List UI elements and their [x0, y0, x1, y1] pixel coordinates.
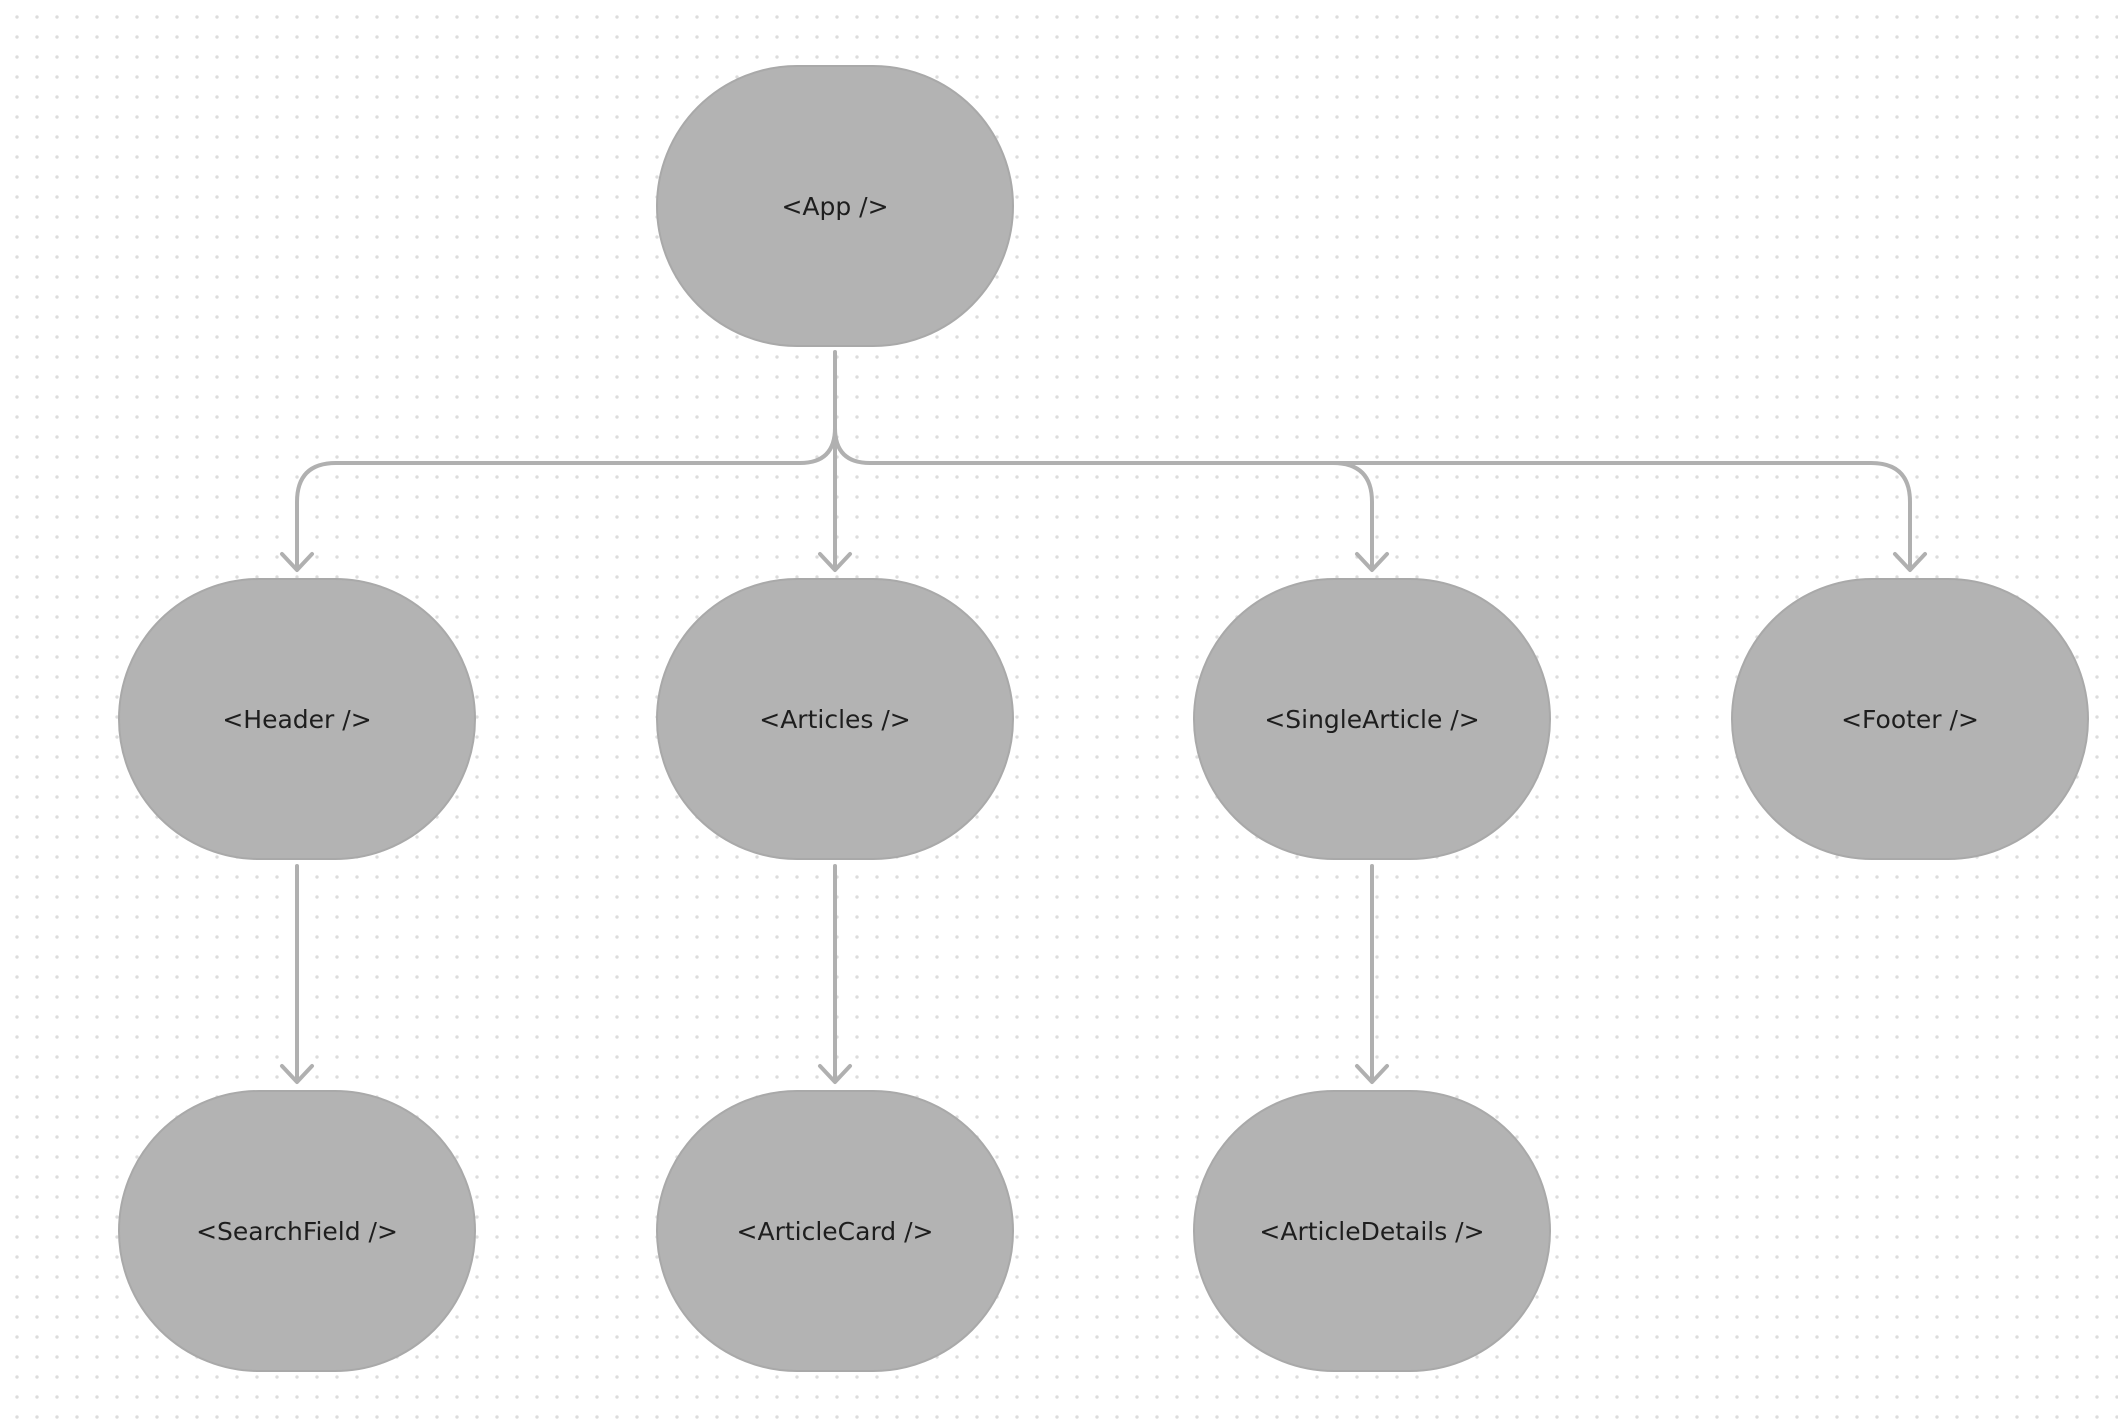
node-header[interactable]: <Header /> [118, 578, 476, 860]
edge-app-singlearticle [833, 426, 1374, 570]
node-articles-label: <Articles /> [759, 704, 911, 734]
arrowhead-articlecard [818, 1064, 852, 1084]
node-singlearticle-label: <SingleArticle /> [1264, 704, 1480, 734]
arrowhead-singlearticle [1355, 552, 1389, 572]
arrowhead-articles [818, 552, 852, 572]
node-articles[interactable]: <Articles /> [656, 578, 1014, 860]
node-searchfield-label: <SearchField /> [196, 1216, 398, 1246]
node-app-label: <App /> [781, 191, 889, 221]
node-app[interactable]: <App /> [656, 65, 1014, 347]
edge-app-header [295, 426, 837, 570]
arrowhead-footer [1893, 552, 1927, 572]
arrowhead-articledetails [1355, 1064, 1389, 1084]
edge-app-footer [1331, 461, 1912, 570]
node-articledetails-label: <ArticleDetails /> [1259, 1216, 1485, 1246]
arrowhead-header [280, 552, 314, 572]
node-footer[interactable]: <Footer /> [1731, 578, 2089, 860]
arrowhead-searchfield [280, 1064, 314, 1084]
node-singlearticle[interactable]: <SingleArticle /> [1193, 578, 1551, 860]
node-header-label: <Header /> [222, 704, 372, 734]
node-articlecard-label: <ArticleCard /> [736, 1216, 934, 1246]
node-articlecard[interactable]: <ArticleCard /> [656, 1090, 1014, 1372]
node-articledetails[interactable]: <ArticleDetails /> [1193, 1090, 1551, 1372]
node-footer-label: <Footer /> [1841, 704, 1979, 734]
node-searchfield[interactable]: <SearchField /> [118, 1090, 476, 1372]
